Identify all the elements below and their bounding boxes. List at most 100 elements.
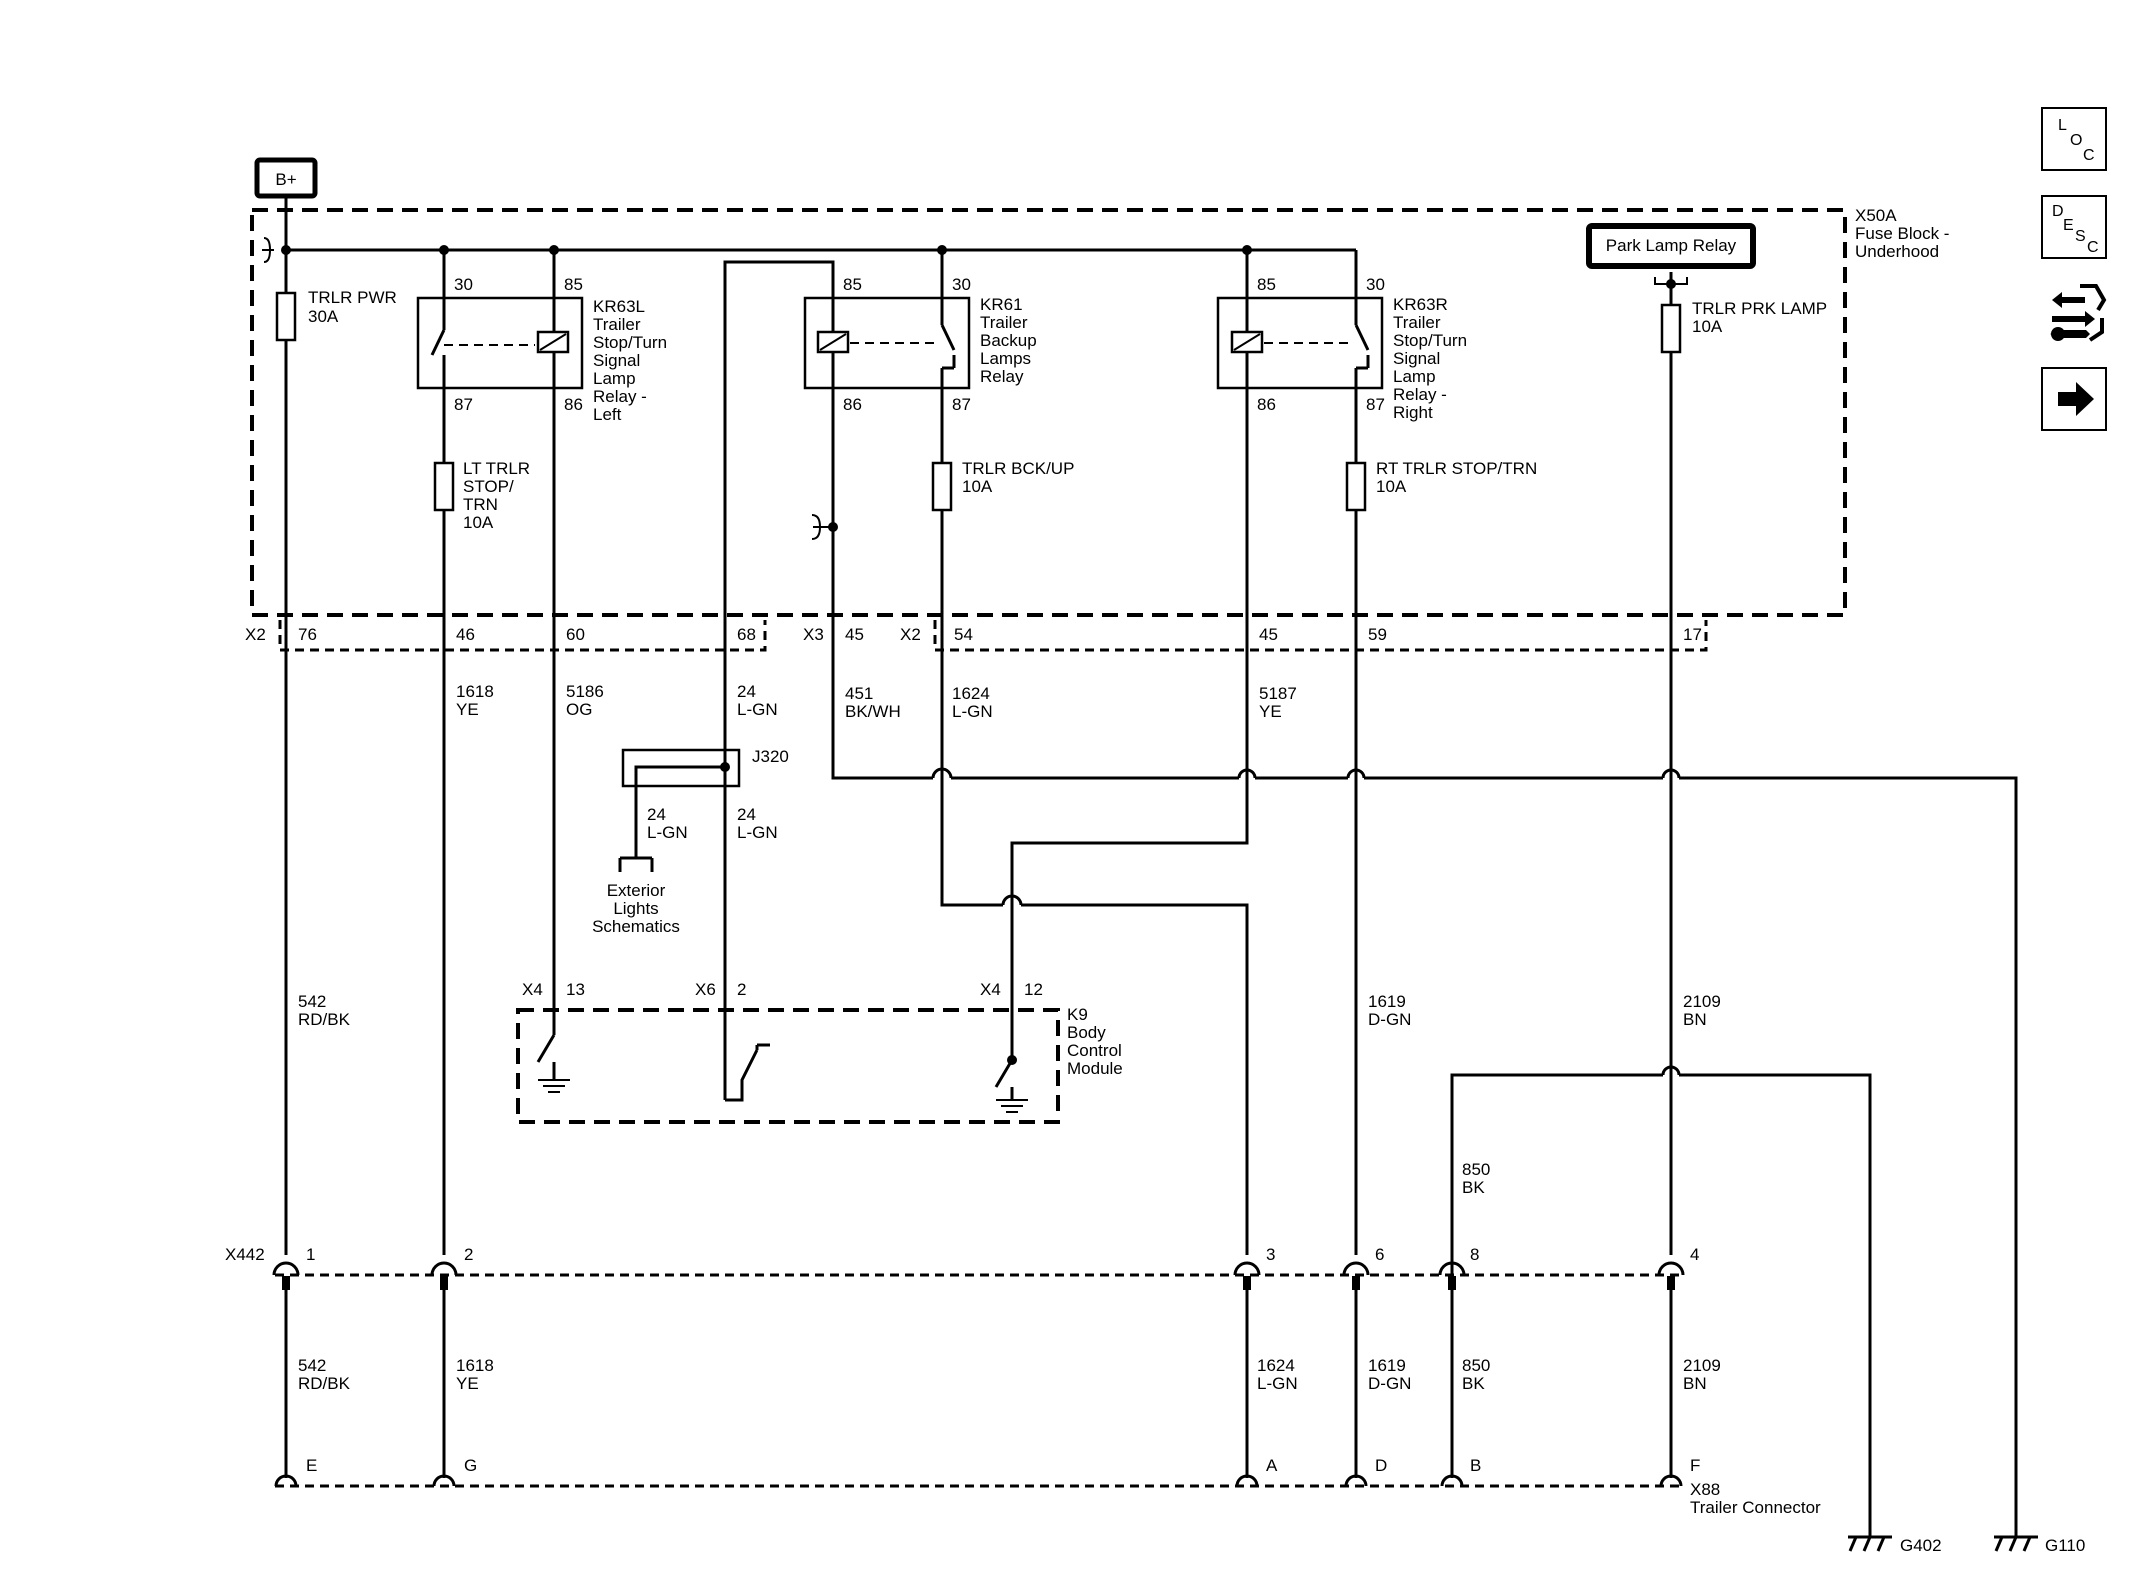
- relay-label: Signal: [593, 351, 640, 370]
- arrow-right-icon: [2058, 382, 2094, 416]
- fuse-block-name2: Underhood: [1855, 242, 1939, 261]
- location-button-letter: O: [2070, 132, 2082, 149]
- relay-kr63l: 30 85 87 86 KR63L Trailer Stop/Turn Sign…: [416, 250, 667, 424]
- pin-number: 4: [1690, 1245, 1699, 1264]
- wire-circuit: 1624: [952, 684, 990, 703]
- relay-pin: 86: [1257, 395, 1276, 414]
- pin-number: 45: [1259, 625, 1278, 644]
- wire-color: L-GN: [737, 700, 778, 719]
- ground-label: G402: [1900, 1536, 1942, 1555]
- wire-color: D-GN: [1368, 1010, 1411, 1029]
- pin-number: 6: [1375, 1245, 1384, 1264]
- pin-number: F: [1690, 1456, 1700, 1475]
- fuse-rating: 10A: [1692, 317, 1723, 336]
- wire-circuit: 451: [845, 684, 873, 703]
- wire-color: RD/BK: [298, 1010, 351, 1029]
- relay-label: Signal: [1393, 349, 1440, 368]
- relay-pin: 87: [454, 395, 473, 414]
- description-button-letter: C: [2087, 239, 2099, 256]
- location-button[interactable]: L O C: [2041, 107, 2107, 171]
- relay-label: Left: [593, 405, 622, 424]
- splice-label: J320: [752, 747, 789, 766]
- ground-g110: G110: [1992, 1535, 2085, 1555]
- lower-wire-labels: 542 RD/BK 1618 YE 1624 L-GN 1619 D-GN 85…: [298, 1356, 1721, 1393]
- schematic-reference[interactable]: Lights: [613, 899, 658, 918]
- pin-number: 8: [1470, 1245, 1479, 1264]
- connector-label: X6: [695, 980, 716, 999]
- pin-number: 17: [1683, 625, 1702, 644]
- wire-circuit: 24: [647, 805, 666, 824]
- description-button-letter: S: [2075, 228, 2086, 245]
- pin-number: A: [1266, 1456, 1278, 1475]
- wire-color: OG: [566, 700, 592, 719]
- pin-number: 59: [1368, 625, 1387, 644]
- relay-label: Stop/Turn: [1393, 331, 1467, 350]
- relay-label: Relay -: [593, 387, 647, 406]
- fuse-block-pins: X2 76 46 60 68 X3 45 X2 54 45 59 17: [245, 625, 1702, 644]
- description-button-letter: E: [2063, 217, 2074, 234]
- connector-label: X2: [900, 625, 921, 644]
- ground-g402-circuit: [1450, 1065, 1872, 1537]
- wire-circuit: 24: [737, 805, 756, 824]
- connector-x442: X442 1 2 3 6 8 4: [225, 1245, 1699, 1290]
- wire-color: D-GN: [1368, 1374, 1411, 1393]
- location-button-letter: L: [2058, 117, 2067, 134]
- pin-number: 46: [456, 625, 475, 644]
- fuse-label: LT TRLR: [463, 459, 530, 478]
- relay-label: Backup: [980, 331, 1037, 350]
- relay-pin: 30: [1366, 275, 1385, 294]
- pin-number: 1: [306, 1245, 315, 1264]
- relay-pin: 30: [454, 275, 473, 294]
- connector-name: Trailer Connector: [1690, 1498, 1821, 1517]
- wire-circuit: 1618: [456, 682, 494, 701]
- pin-number: G: [464, 1456, 477, 1475]
- wire-circuit: 5187: [1259, 684, 1297, 703]
- pin-number: 2: [464, 1245, 473, 1264]
- wire-color: BN: [1683, 1374, 1707, 1393]
- battery-bus: [262, 196, 1356, 610]
- relay-pin: 85: [564, 275, 583, 294]
- wire-color: BK: [1462, 1374, 1485, 1393]
- b-plus-supply: B+: [254, 157, 318, 199]
- park-lamp-relay: Park Lamp Relay TRLR PRK LAMP 10A: [1586, 223, 1827, 610]
- relay-label: Stop/Turn: [593, 333, 667, 352]
- wire-circuit: 850: [1462, 1160, 1490, 1179]
- schematic-reference[interactable]: Schematics: [592, 917, 680, 936]
- middle-wire-labels: 542 RD/BK 1619 D-GN 2109 BN 850 BK: [298, 992, 1721, 1197]
- fuse-label: TRLR BCK/UP: [962, 459, 1074, 478]
- wire-color: L-GN: [737, 823, 778, 842]
- pin-number: 2: [737, 980, 746, 999]
- ground-g402: G402: [1846, 1535, 1942, 1555]
- trailer-connector-x88: E G A D B F X88 Trailer Connector: [274, 1456, 1821, 1517]
- relay-label: KR63R: [1393, 295, 1448, 314]
- pin-number: 3: [1266, 1245, 1275, 1264]
- connector-repair-button[interactable]: [2042, 280, 2107, 348]
- wire-circuit: 1619: [1368, 1356, 1406, 1375]
- pin-number: 60: [566, 625, 585, 644]
- relay-pin: 87: [952, 395, 971, 414]
- wire-color: RD/BK: [298, 1374, 351, 1393]
- relay-label: Trailer: [1393, 313, 1441, 332]
- b-plus-label: B+: [275, 170, 296, 189]
- relay-label: KR61: [980, 295, 1023, 314]
- relay-label: Relay -: [1393, 385, 1447, 404]
- relay-label: KR63L: [593, 297, 645, 316]
- pin-number: B: [1470, 1456, 1481, 1475]
- pin-number: 68: [737, 625, 756, 644]
- pin-number: 54: [954, 625, 973, 644]
- body-control-module-k9: X4 13 X6 2 X4 12 K9 Body Control Module: [516, 980, 1123, 1124]
- description-button[interactable]: D E S C: [2041, 195, 2107, 259]
- fuse-label: STOP/: [463, 477, 514, 496]
- fuse-trlr-pwr: TRLR PWR 30A: [275, 288, 397, 342]
- schematic-reference[interactable]: Exterior: [607, 881, 666, 900]
- wire-circuit: 542: [298, 1356, 326, 1375]
- wire-color: BN: [1683, 1010, 1707, 1029]
- relay-pin: 30: [952, 275, 971, 294]
- next-page-button[interactable]: [2041, 367, 2107, 431]
- wire-circuit: 542: [298, 992, 326, 1011]
- splice-j320: J320 24 L-GN 24 L-GN Exterior Lights Sch…: [592, 747, 789, 936]
- connector-label: X2: [245, 625, 266, 644]
- ground-label: G110: [2045, 1536, 2085, 1555]
- relay-label: Relay: [980, 367, 1024, 386]
